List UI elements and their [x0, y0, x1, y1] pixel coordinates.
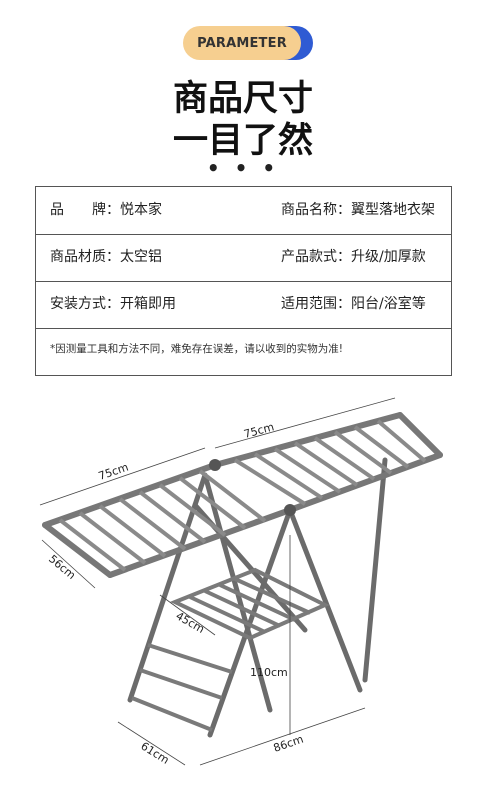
spec-label: 品 牌： [50, 202, 120, 218]
dim-base-depth: 61cm [138, 740, 171, 767]
spec-value: 阳台/浴室等 [351, 296, 426, 312]
spec-label: 商品材质： [50, 249, 120, 265]
spec-row: 安装方式：开箱即用 适用范围：阳台/浴室等 [36, 281, 451, 329]
spec-label: 产品款式： [281, 249, 351, 265]
disclaimer-note: *因测量工具和方法不同，难免存在误差，请以收到的实物为准! [50, 343, 343, 355]
page-title-line2: 一目了然 [172, 121, 313, 161]
spec-label: 商品名称： [281, 202, 351, 218]
spec-table: 品 牌：悦本家 商品名称：翼型落地衣架 商品材质：太空铝 产品款式：升级/加厚款… [35, 186, 452, 376]
spec-right: 产品款式：升级/加厚款 [281, 234, 426, 281]
spec-value: 翼型落地衣架 [351, 202, 435, 218]
dim-top-right: 75cm [242, 420, 275, 441]
dim-height: 110cm [250, 666, 288, 679]
spec-value: 太空铝 [120, 249, 162, 265]
dim-base-width: 86cm [272, 733, 305, 755]
spec-row: 商品材质：太空铝 产品款式：升级/加厚款 [36, 234, 451, 282]
spec-left: 品 牌：悦本家 [50, 187, 162, 234]
drying-rack-illustration: 75cm 75cm 56cm 45cm 110cm 61cm 86cm [39, 397, 443, 767]
title-dots: • • • [206, 156, 280, 180]
spec-label: 适用范围： [281, 296, 351, 312]
spec-right: 商品名称：翼型落地衣架 [281, 187, 435, 234]
page-title-line1: 商品尺寸 [172, 79, 313, 119]
spec-left: 商品材质：太空铝 [50, 234, 162, 281]
badge-label: PARAMETER [183, 26, 301, 60]
spec-value: 开箱即用 [120, 296, 176, 312]
dim-depth: 56cm [46, 552, 78, 582]
spec-row: 品 牌：悦本家 商品名称：翼型落地衣架 [36, 187, 451, 235]
spec-left: 安装方式：开箱即用 [50, 281, 176, 328]
spec-right: 适用范围：阳台/浴室等 [281, 281, 426, 328]
spec-label: 安装方式： [50, 296, 120, 312]
spec-value: 升级/加厚款 [351, 249, 426, 265]
spec-value: 悦本家 [120, 202, 162, 218]
parameter-badge: PARAMETER [183, 26, 313, 62]
